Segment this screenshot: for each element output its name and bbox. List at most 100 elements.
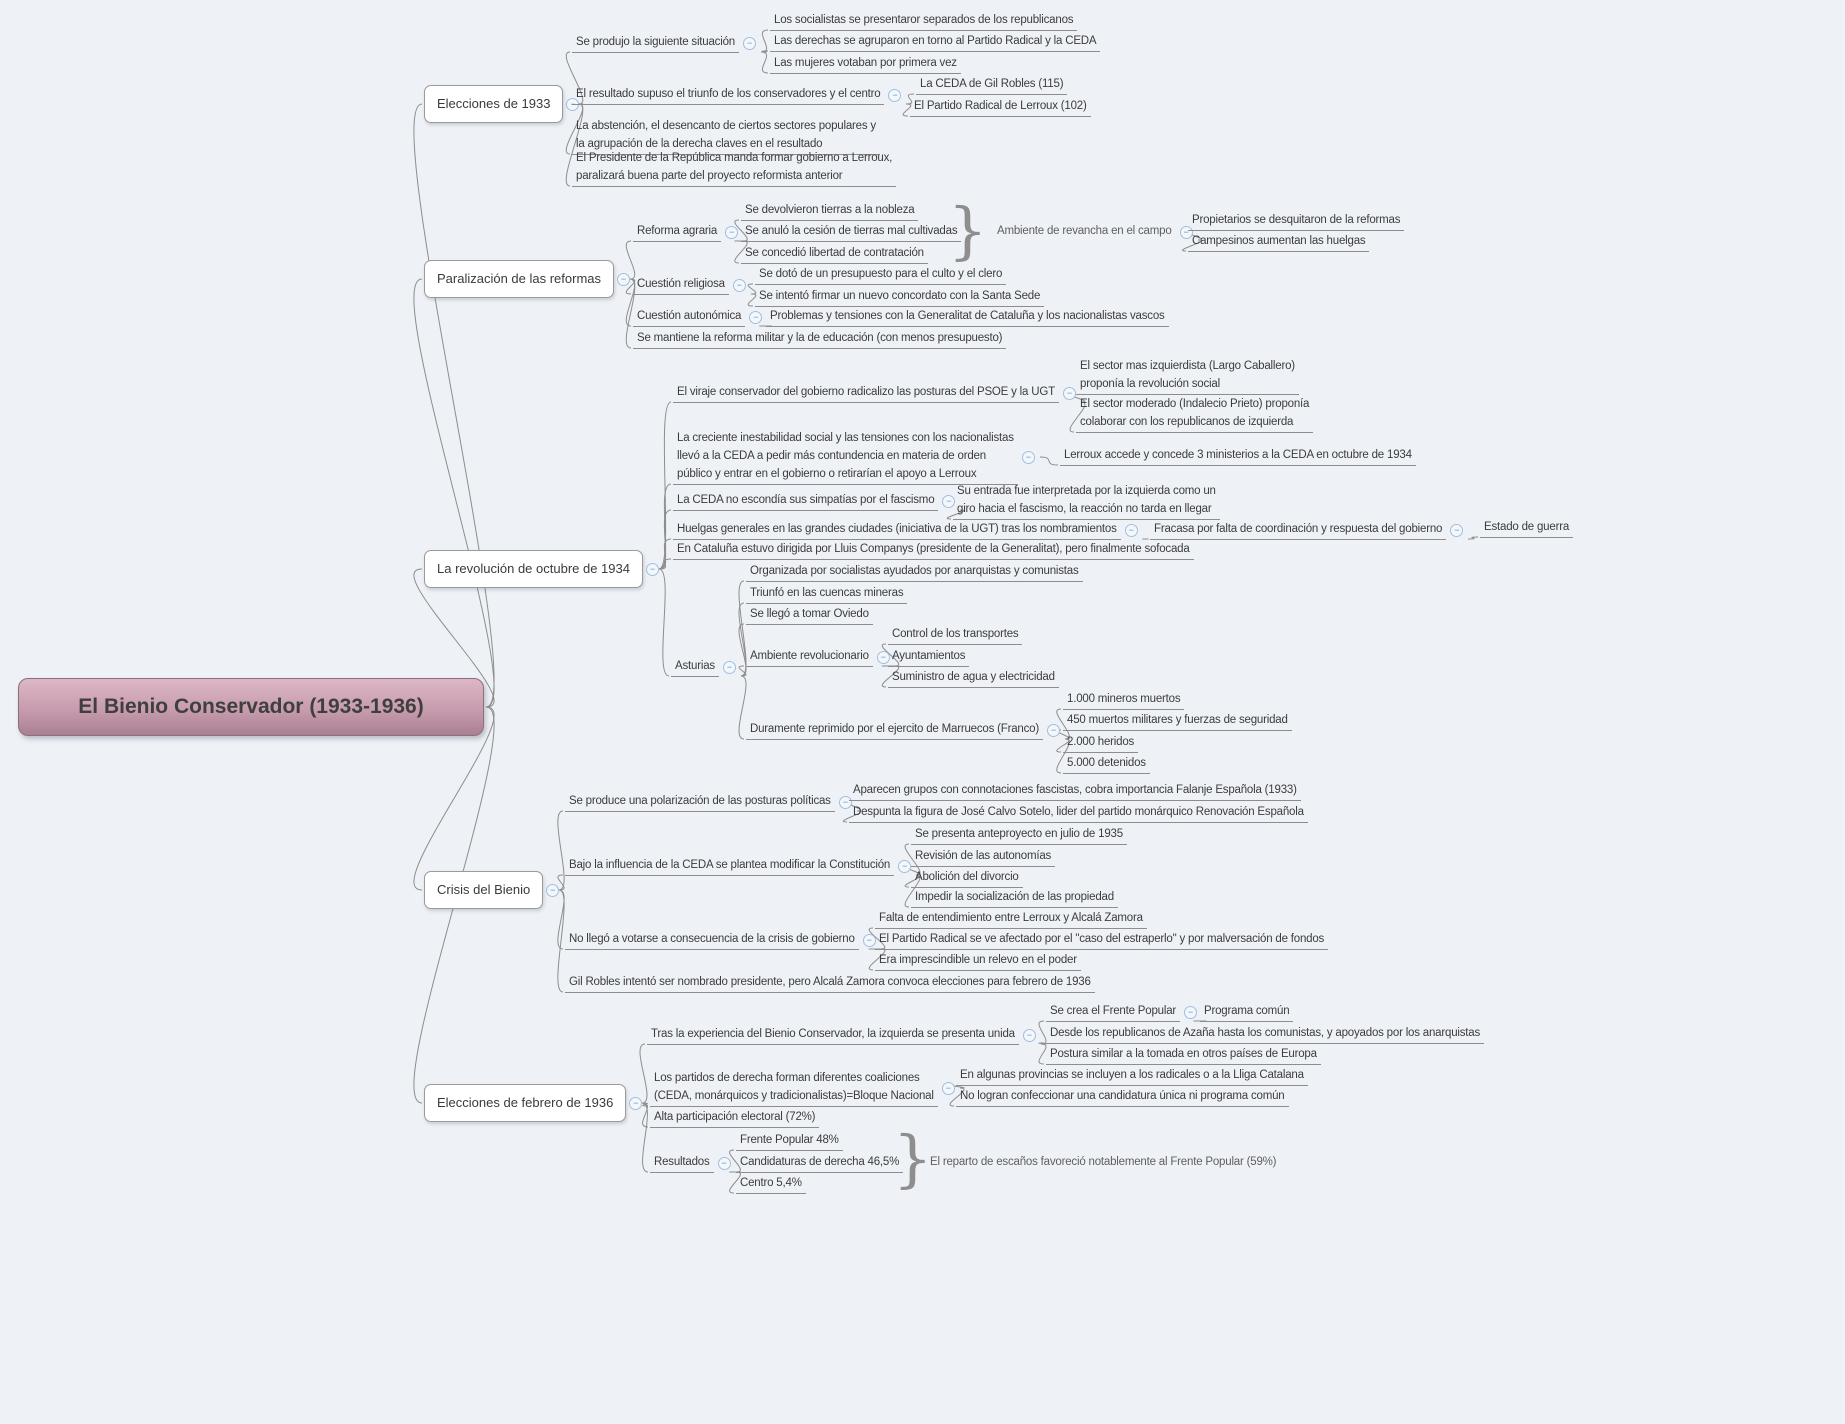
collapse-icon[interactable]: − bbox=[749, 310, 763, 324]
subtopic[interactable]: Ayuntamientos bbox=[888, 647, 970, 667]
subtopic[interactable]: Era imprescindible un relevo en el poder bbox=[875, 951, 1081, 971]
subtopic[interactable]: Se intentó firmar un nuevo concordato co… bbox=[755, 287, 1045, 307]
subtopic[interactable]: Su entrada fue interpretada por la izqui… bbox=[953, 482, 1220, 520]
subtopic[interactable]: Bajo la influencia de la CEDA se plantea… bbox=[565, 856, 912, 876]
collapse-icon[interactable]: − bbox=[732, 278, 746, 292]
subtopic[interactable]: En Cataluña estuvo dirigida por Lluis Co… bbox=[673, 540, 1194, 560]
subtopic[interactable]: Alta participación electoral (72%) bbox=[650, 1108, 820, 1128]
subtopic[interactable]: Fracasa por falta de coordinación y resp… bbox=[1150, 520, 1464, 540]
subtopic[interactable]: Asturias− bbox=[671, 657, 736, 677]
subtopic[interactable]: Desde los republicanos de Azaña hasta lo… bbox=[1046, 1024, 1485, 1044]
topic-crisis-bienio[interactable]: Crisis del Bienio− bbox=[424, 871, 560, 909]
subtopic[interactable]: Despunta la figura de José Calvo Sotelo,… bbox=[849, 803, 1308, 823]
subtopic[interactable]: Ambiente revolucionario− bbox=[746, 647, 890, 667]
subtopic[interactable]: No logran confeccionar una candidatura ú… bbox=[956, 1087, 1289, 1107]
collapse-icon[interactable]: − bbox=[717, 1156, 731, 1170]
subtopic[interactable]: 450 muertos militares y fuerzas de segur… bbox=[1063, 711, 1292, 731]
subtopic[interactable]: Las mujeres votaban por primera vez bbox=[770, 54, 961, 74]
collapse-icon[interactable]: − bbox=[942, 494, 956, 508]
subtopic[interactable]: Candidaturas de derecha 46,5% bbox=[736, 1153, 904, 1173]
collapse-icon[interactable]: − bbox=[725, 225, 739, 239]
subtopic[interactable]: 1.000 mineros muertos bbox=[1063, 690, 1185, 710]
subtopic[interactable]: Estado de guerra bbox=[1480, 518, 1574, 538]
subtopic[interactable]: El resultado supuso el triunfo de los co… bbox=[572, 85, 902, 105]
collapse-icon[interactable]: − bbox=[898, 859, 912, 873]
subtopic[interactable]: El viraje conservador del gobierno radic… bbox=[673, 383, 1076, 403]
collapse-icon[interactable]: − bbox=[742, 36, 756, 50]
topic-revolucion-octubre-1934[interactable]: La revolución de octubre de 1934− bbox=[424, 550, 659, 588]
subtopic[interactable]: No llegó a votarse a consecuencia de la … bbox=[565, 930, 876, 950]
collapse-icon[interactable]: − bbox=[941, 1081, 955, 1095]
subtopic[interactable]: Falta de entendimiento entre Lerroux y A… bbox=[875, 909, 1147, 929]
subtopic[interactable]: Se produjo la siguiente situación− bbox=[572, 33, 756, 53]
collapse-icon[interactable]: − bbox=[617, 273, 631, 286]
subtopic[interactable]: Gil Robles intentó ser nombrado presiden… bbox=[565, 973, 1095, 993]
subtopic[interactable]: Se anuló la cesión de tierras mal cultiv… bbox=[741, 222, 962, 242]
subtopic[interactable]: Revisión de las autonomías bbox=[911, 847, 1056, 867]
subtopic[interactable]: Lerroux accede y concede 3 ministerios a… bbox=[1060, 446, 1416, 466]
collapse-icon[interactable]: − bbox=[1450, 523, 1464, 537]
subtopic[interactable]: 2.000 heridos bbox=[1063, 733, 1139, 753]
collapse-icon[interactable]: − bbox=[1062, 386, 1076, 400]
collapse-icon[interactable]: − bbox=[645, 563, 659, 576]
collapse-icon[interactable]: − bbox=[888, 88, 902, 102]
subtopic[interactable]: Tras la experiencia del Bienio Conservad… bbox=[647, 1025, 1036, 1045]
subtopic[interactable]: Centro 5,4% bbox=[736, 1174, 806, 1194]
topic-paralizacion-reformas[interactable]: Paralización de las reformas− bbox=[424, 260, 631, 298]
subtopic[interactable]: Huelgas generales en las grandes ciudade… bbox=[673, 520, 1138, 540]
subtopic[interactable]: Resultados− bbox=[650, 1153, 731, 1173]
collapse-icon[interactable]: − bbox=[629, 1097, 643, 1110]
root-topic[interactable]: El Bienio Conservador (1933-1936) bbox=[18, 678, 484, 736]
subtopic[interactable]: Duramente reprimido por el ejercito de M… bbox=[746, 720, 1060, 740]
subtopic[interactable]: Postura similar a la tomada en otros paí… bbox=[1046, 1045, 1321, 1065]
subtopic[interactable]: Propietarios se desquitaron de la reform… bbox=[1188, 211, 1405, 231]
subtopic[interactable]: Campesinos aumentan las huelgas bbox=[1188, 232, 1370, 252]
collapse-icon[interactable]: − bbox=[722, 660, 736, 674]
topic-elecciones-febrero-1936[interactable]: Elecciones de febrero de 1936− bbox=[424, 1084, 643, 1122]
subtopic[interactable]: Se dotó de un presupuesto para el culto … bbox=[755, 265, 1007, 285]
subtopic[interactable]: Se produce una polarización de las postu… bbox=[565, 792, 852, 812]
subtopic[interactable]: Cuestión autonómica− bbox=[633, 307, 763, 327]
subtopic[interactable]: La abstención, el desencanto de ciertos … bbox=[572, 117, 880, 155]
subtopic[interactable]: La creciente inestabilidad social y las … bbox=[673, 429, 1035, 485]
subtopic[interactable]: Se crea el Frente Popular− bbox=[1046, 1002, 1198, 1022]
collapse-icon[interactable]: − bbox=[1021, 450, 1035, 464]
collapse-icon[interactable]: − bbox=[1179, 225, 1193, 239]
collapse-icon[interactable]: − bbox=[1047, 723, 1060, 737]
subtopic[interactable]: La CEDA no escondía sus simpatías por el… bbox=[673, 491, 956, 511]
subtopic[interactable]: Las derechas se agruparon en torno al Pa… bbox=[770, 32, 1101, 52]
subtopic[interactable]: Aparecen grupos con connotaciones fascis… bbox=[849, 781, 1301, 801]
subtopic[interactable]: El Partido Radical se ve afectado por el… bbox=[875, 930, 1329, 950]
collapse-icon[interactable]: − bbox=[838, 795, 852, 809]
collapse-icon[interactable]: − bbox=[1124, 523, 1138, 537]
callout-topic[interactable]: Ambiente de revancha en el campo− bbox=[993, 222, 1193, 241]
subtopic[interactable]: 5.000 detenidos bbox=[1063, 754, 1150, 774]
subtopic[interactable]: Reforma agraria− bbox=[633, 222, 739, 242]
subtopic[interactable]: Abolición del divorcio bbox=[911, 868, 1023, 888]
subtopic[interactable]: El Partido Radical de Lerroux (102) bbox=[910, 97, 1091, 117]
subtopic[interactable]: Se presenta anteproyecto en julio de 193… bbox=[911, 825, 1127, 845]
subtopic[interactable]: Se mantiene la reforma militar y la de e… bbox=[633, 329, 1007, 349]
subtopic[interactable]: Triunfó en las cuencas mineras bbox=[746, 584, 908, 604]
subtopic[interactable]: Suministro de agua y electricidad bbox=[888, 668, 1059, 688]
subtopic[interactable]: El sector mas izquierdista (Largo Caball… bbox=[1076, 357, 1299, 395]
subtopic[interactable]: Programa común bbox=[1200, 1002, 1294, 1022]
subtopic[interactable]: Impedir la socialización de las propieda… bbox=[911, 888, 1118, 908]
subtopic[interactable]: Los socialistas se presentaror separados… bbox=[770, 11, 1078, 31]
subtopic[interactable]: El sector moderado (Indalecio Prieto) pr… bbox=[1076, 395, 1314, 433]
topic-elecciones-1933[interactable]: Elecciones de 1933− bbox=[424, 85, 580, 123]
subtopic[interactable]: Organizada por socialistas ayudados por … bbox=[746, 562, 1083, 582]
collapse-icon[interactable]: − bbox=[1184, 1005, 1198, 1019]
subtopic[interactable]: Control de los transportes bbox=[888, 625, 1023, 645]
subtopic[interactable]: El Presidente de la República manda form… bbox=[572, 149, 897, 187]
subtopic[interactable]: Frente Popular 48% bbox=[736, 1131, 843, 1151]
subtopic[interactable]: En algunas provincias se incluyen a los … bbox=[956, 1066, 1308, 1086]
collapse-icon[interactable]: − bbox=[546, 884, 560, 897]
subtopic[interactable]: Cuestión religiosa− bbox=[633, 275, 746, 295]
subtopic[interactable]: Problemas y tensiones con la Generalitat… bbox=[766, 307, 1169, 327]
collapse-icon[interactable]: − bbox=[1022, 1028, 1036, 1042]
subtopic[interactable]: Se concedió libertad de contratación bbox=[741, 244, 928, 264]
subtopic[interactable]: Se devolvieron tierras a la nobleza bbox=[741, 201, 919, 221]
subtopic[interactable]: La CEDA de Gil Robles (115) bbox=[916, 75, 1068, 95]
callout-topic[interactable]: El reparto de escaños favoreció notablem… bbox=[930, 1156, 1277, 1168]
